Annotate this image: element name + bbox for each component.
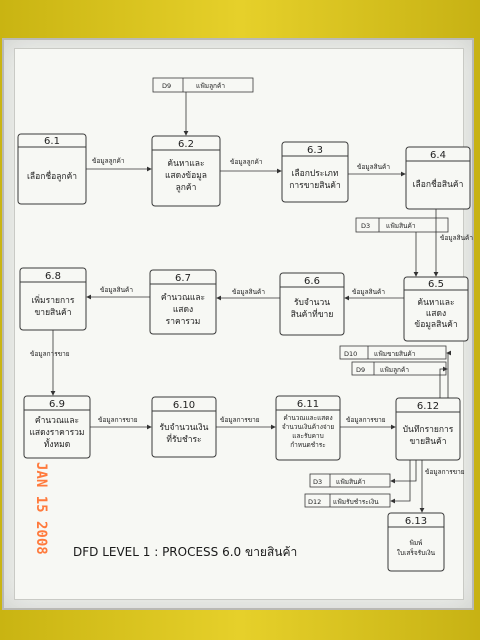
process-label: จำนวนเงินค้างจ่าย: [282, 423, 334, 431]
flow-label: ข้อมูลการขาย: [98, 416, 138, 424]
flow-6-12-to-d3: [390, 460, 417, 484]
process-id: 6.6: [304, 276, 320, 287]
process-label: การขายสินค้า: [289, 180, 341, 191]
process-label: แสดง: [173, 305, 193, 315]
process-label: และรับคาบ: [292, 432, 323, 440]
process-label: คำนวณและ: [161, 293, 205, 303]
flow-label: ข้อมูลการขาย: [346, 416, 386, 424]
process-id: 6.3: [307, 145, 323, 156]
process-6-5: 6.5 ค้นหาและ แสดง ข้อมูลสินค้า: [403, 276, 469, 342]
flow-6-12-to-d12: [390, 460, 411, 504]
store-d9-top: D9 แฟ้มลูกค้า: [152, 77, 254, 93]
store-d10: D10 แฟ้มขายสินค้า: [339, 345, 447, 360]
process-6-13: 6.13 พิมพ์ ใบเสร็จรับเงิน: [387, 512, 445, 572]
flow-label: ข้อมูลลูกค้า: [92, 157, 125, 165]
process-6-11: 6.11 คำนวณและแสดง จำนวนเงินค้างจ่าย และร…: [275, 395, 341, 461]
process-6-6: 6.6 รับจำนวน สินค้าที่ขาย: [279, 272, 345, 336]
process-label: ราคารวม: [166, 317, 201, 327]
store-d12: D12 แฟ้มรับชำระเงิน: [304, 493, 391, 508]
process-label: ข้อมูลสินค้า: [414, 319, 457, 330]
process-6-12: 6.12 บันทึกรายการ ขายสินค้า: [395, 397, 461, 461]
process-label: ที่รับชำระ: [166, 433, 201, 445]
process-id: 6.12: [417, 401, 439, 412]
process-label: ลูกค้า: [176, 182, 197, 193]
process-label: แสดง: [426, 309, 446, 319]
store-name: แฟ้มลูกค้า: [196, 82, 225, 90]
flow-6-12-to-d10: [446, 350, 451, 398]
process-label: สินค้าที่ขาย: [291, 308, 334, 320]
process-label: บันทึกรายการ: [403, 425, 454, 435]
store-d9-bottom: D9 แฟ้มลูกค้า: [351, 361, 447, 376]
process-6-9: 6.9 คำนวณและ แสดงราคารวม ทั้งหมด: [23, 395, 91, 459]
store-id: D12: [308, 498, 321, 506]
flow-label: ข้อมูลสินค้า: [440, 234, 473, 242]
process-id: 6.1: [44, 136, 60, 147]
process-label: คำนวณและแสดง: [283, 414, 332, 422]
process-label: เพิ่มรายการ: [32, 294, 75, 306]
process-label: แสดงข้อมูล: [165, 170, 207, 181]
store-d3-top: D3 แฟ้มสินค้า: [355, 217, 449, 233]
process-label: แสดงราคารวม: [29, 428, 84, 438]
process-id: 6.5: [428, 279, 444, 290]
store-name: แฟ้มสินค้า: [336, 478, 366, 486]
process-label: ทั้งหมด: [44, 438, 70, 450]
store-id: D3: [313, 478, 322, 486]
process-label: เลือกชื่อสินค้า: [413, 178, 464, 190]
process-label: พิมพ์: [410, 539, 423, 547]
date-stamp: JAN 15 2008: [33, 462, 49, 555]
flow-label: ข้อมูลการขาย: [220, 416, 260, 424]
store-name: แฟ้มขายสินค้า: [374, 350, 416, 358]
process-id: 6.9: [49, 399, 65, 410]
process-label: รับจำนวนเงิน: [160, 423, 209, 433]
flow-label: ข้อมูลลูกค้า: [230, 158, 263, 166]
process-id: 6.7: [175, 273, 191, 284]
process-label: ค้นหาและ: [417, 297, 454, 308]
flow-6-12-to-d9: [439, 366, 448, 398]
store-d3-bottom: D3 แฟ้มสินค้า: [309, 473, 391, 488]
flow-label: ข้อมูลการขาย: [30, 350, 70, 358]
process-6-4: 6.4 เลือกชื่อสินค้า: [405, 146, 471, 210]
store-id: D9: [356, 366, 365, 374]
process-id: 6.13: [405, 516, 427, 527]
flow-label: ข้อมูลสินค้า: [232, 288, 265, 296]
process-6-2: 6.2 ค้นหาและ แสดงข้อมูล ลูกค้า: [151, 135, 221, 207]
process-id: 6.10: [173, 400, 195, 411]
process-6-10: 6.10 รับจำนวนเงิน ที่รับชำระ: [151, 396, 217, 458]
store-name: แฟ้มสินค้า: [386, 222, 416, 230]
flow-label: ข้อมูลการขาย: [425, 468, 465, 476]
process-id: 6.8: [45, 271, 61, 282]
process-id: 6.2: [178, 139, 194, 150]
store-name: แฟ้มลูกค้า: [380, 366, 409, 374]
store-id: D10: [344, 350, 357, 358]
diagram-sheet: [14, 48, 464, 600]
store-id: D9: [162, 82, 171, 90]
process-label: กำหนดชำระ: [290, 441, 326, 449]
process-6-8: 6.8 เพิ่มรายการ ขายสินค้า: [19, 267, 87, 331]
flow-label: ข้อมูลสินค้า: [352, 288, 385, 296]
process-label: รับจำนวน: [294, 298, 330, 308]
process-id: 6.11: [297, 399, 319, 410]
process-label: คำนวณและ: [35, 416, 79, 426]
process-6-3: 6.3 เลือกประเภท การขายสินค้า: [281, 141, 349, 203]
process-label: เลือกประเภท: [291, 168, 338, 179]
process-label: เลือกชื่อลูกค้า: [27, 170, 77, 182]
process-6-1: 6.1 เลือกชื่อลูกค้า: [17, 133, 87, 205]
store-id: D3: [361, 222, 370, 230]
diagram-title: DFD LEVEL 1 : PROCESS 6.0 ขายสินค้า: [73, 545, 297, 559]
process-label: ขายสินค้า: [34, 307, 71, 318]
process-label: ค้นหาและ: [167, 158, 204, 169]
store-name: แฟ้มรับชำระเงิน: [333, 498, 379, 506]
flow-label: ข้อมูลสินค้า: [357, 163, 390, 171]
flow-label: ข้อมูลสินค้า: [100, 286, 133, 294]
process-label: ใบเสร็จรับเงิน: [397, 548, 436, 557]
process-label: ขายสินค้า: [409, 436, 446, 447]
process-id: 6.4: [430, 150, 446, 161]
process-6-7: 6.7 คำนวณและ แสดง ราคารวม: [149, 269, 217, 335]
